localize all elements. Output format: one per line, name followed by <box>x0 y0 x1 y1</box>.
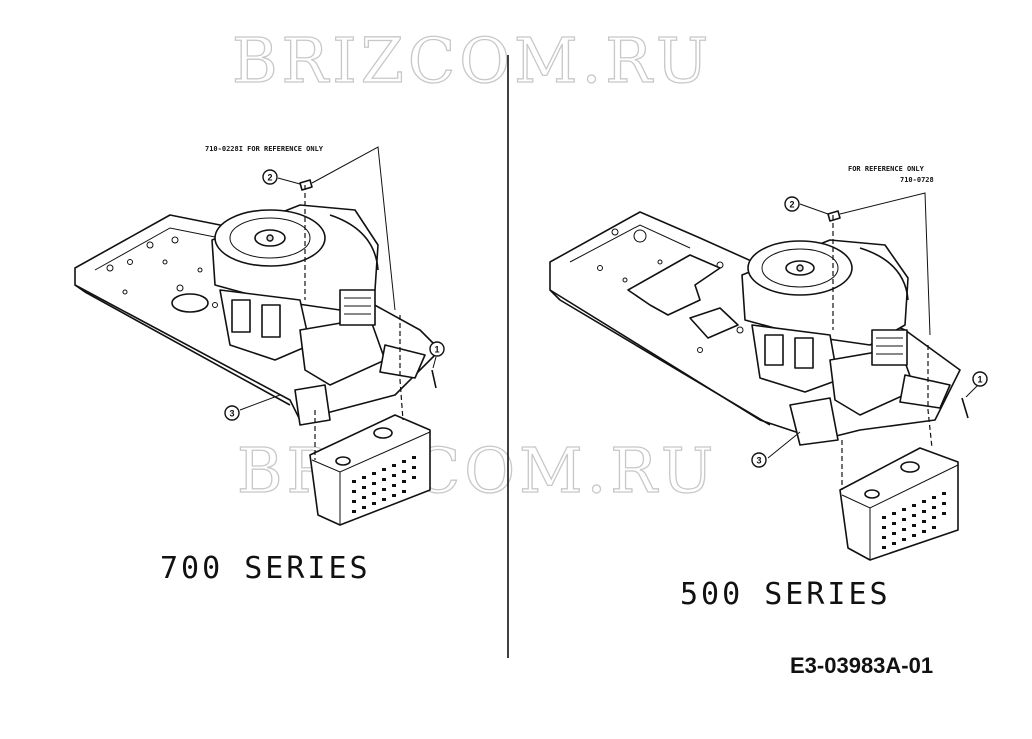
air-filter-700 <box>339 289 376 326</box>
svg-text:3: 3 <box>756 456 761 466</box>
callout-1-500: 1 <box>972 371 988 387</box>
bolt-2-500 <box>827 210 841 222</box>
svg-text:2: 2 <box>267 173 272 183</box>
muffler-vents-700 <box>352 456 416 513</box>
drawing-code: E3-03983A-01 <box>790 653 933 678</box>
callout-3-500: 3 <box>751 452 767 468</box>
muffler-shield-700 <box>309 414 431 526</box>
reference-note-500-line1: FOR REFERENCE ONLY <box>848 165 925 173</box>
watermark-top: BRIZCOM.RU <box>232 24 712 97</box>
reference-note-500-line2: 710-0728 <box>900 176 934 184</box>
engine-assembly-500 <box>549 192 979 561</box>
svg-text:1: 1 <box>977 375 982 385</box>
callout-2-500: 2 <box>784 196 800 212</box>
callout-2-700: 2 <box>262 169 278 185</box>
screw-1-500 <box>961 397 969 419</box>
bolt-2-700 <box>299 179 313 191</box>
reference-note-700: 710-0228I FOR REFERENCE ONLY <box>205 145 324 153</box>
series-label-700: 700 SERIES <box>160 551 371 586</box>
muffler-shield-500 <box>839 447 959 561</box>
watermark-bottom: BRIZCOM.RU <box>237 434 717 507</box>
svg-text:2: 2 <box>789 200 794 210</box>
series-label-500: 500 SERIES <box>680 577 891 612</box>
svg-text:1: 1 <box>434 345 439 355</box>
air-filter-500 <box>871 329 908 366</box>
engine-assembly-700 <box>74 146 441 526</box>
callout-3-700: 3 <box>224 405 240 421</box>
callout-1-700: 1 <box>429 341 445 357</box>
muffler-vents-500 <box>882 492 946 549</box>
screw-1-700 <box>431 369 437 389</box>
svg-text:3: 3 <box>229 409 234 419</box>
